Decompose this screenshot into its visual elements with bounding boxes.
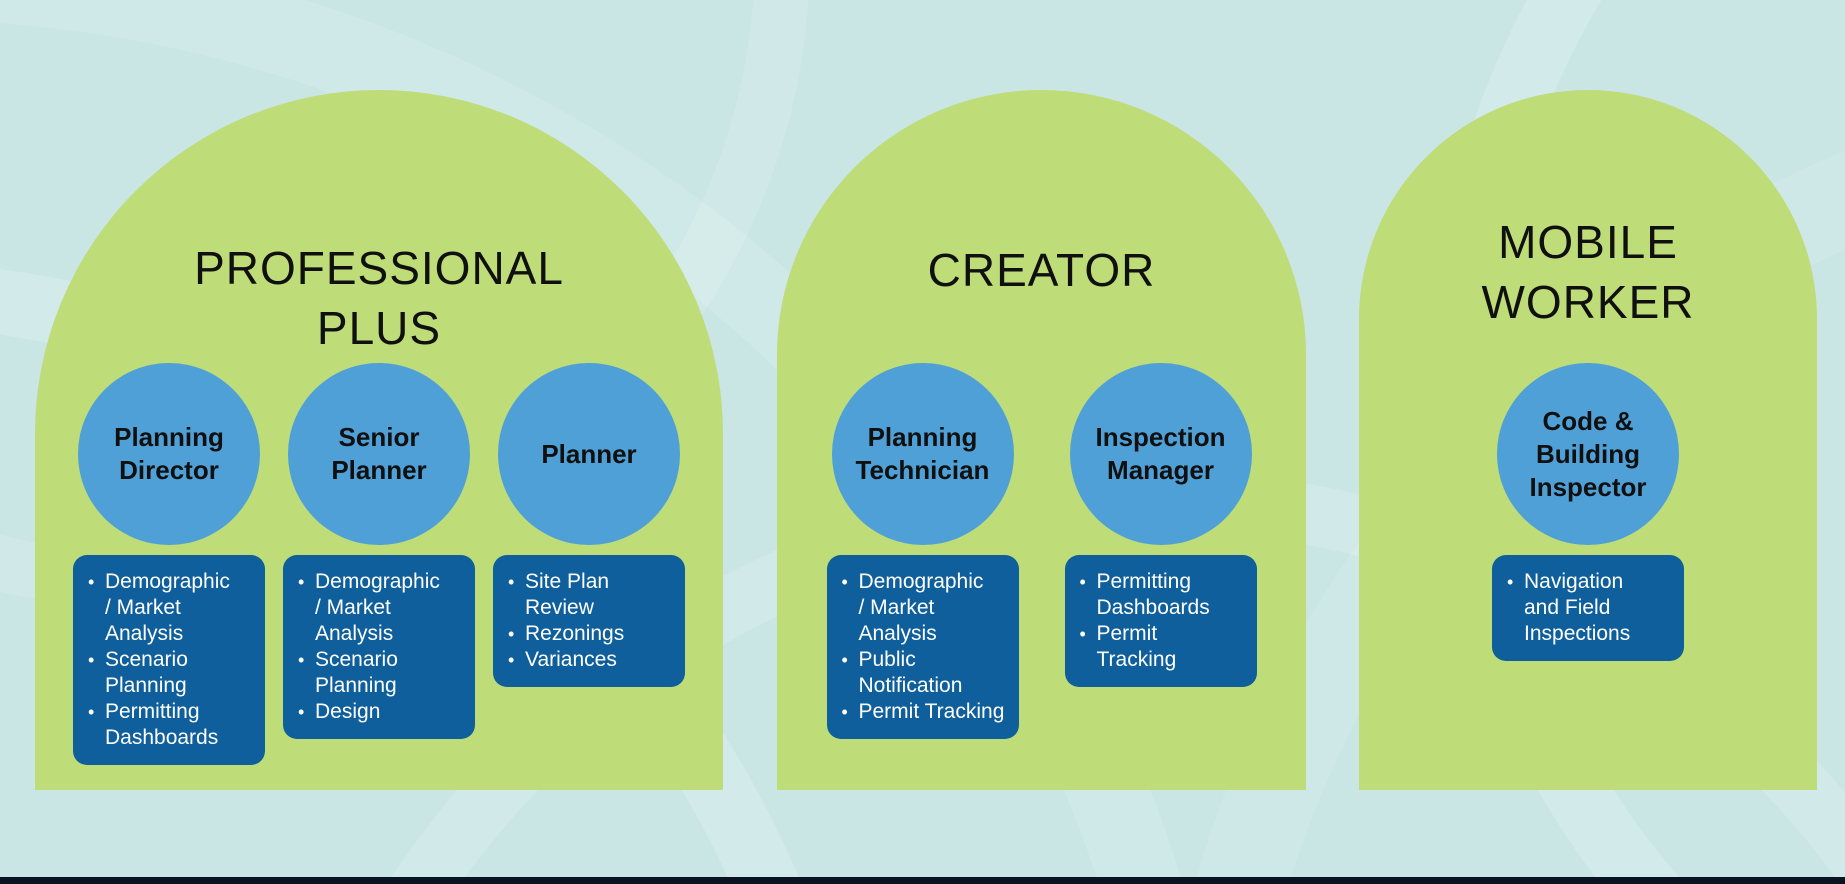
feature-list-planning-technician: Demographic / Market Analysis Public Not…	[833, 569, 1011, 725]
feature-item: Demographic / Market Analysis	[833, 569, 1011, 647]
role-name-planner: Planner	[541, 438, 637, 469]
feature-item: Permitting Dashboards	[1071, 569, 1249, 621]
feature-item: Permit Tracking	[833, 699, 1011, 725]
feature-item: Scenario Planning	[289, 647, 467, 699]
panel-title-creator: CREATOR	[927, 244, 1156, 296]
bottom-edge-bar	[0, 877, 1845, 884]
feature-box-planning-director: Demographic / Market Analysis Scenario P…	[73, 555, 265, 765]
feature-item: Navigation and Field Inspections	[1498, 569, 1676, 647]
feature-box-code-building-inspector: Navigation and Field Inspections	[1492, 555, 1684, 661]
feature-list-senior-planner: Demographic / Market Analysis Scenario P…	[289, 569, 467, 725]
feature-list-planner: Site Plan Review Rezonings Variances	[499, 569, 677, 673]
feature-item: Site Plan Review	[499, 569, 677, 621]
roles-row-creator: Planning Technician Demographic / Market…	[777, 363, 1306, 739]
panel-title-professional-plus: PROFESSIONAL PLUS	[194, 242, 564, 354]
feature-list-planning-director: Demographic / Market Analysis Scenario P…	[79, 569, 257, 751]
feature-item: Design	[289, 699, 467, 725]
panel-title-mobile-worker: MOBILE WORKER	[1481, 216, 1695, 328]
role-code-building-inspector: Code & Building Inspector Navigation and…	[1489, 363, 1687, 661]
feature-list-code-building-inspector: Navigation and Field Inspections	[1498, 569, 1676, 647]
role-inspection-manager: Inspection Manager Permitting Dashboards…	[1062, 363, 1260, 687]
roles-row-professional-plus: Planning Director Demographic / Market A…	[35, 363, 723, 765]
role-name-planning-technician: Planning Technician	[855, 422, 990, 485]
role-name-planning-director: Planning Director	[114, 422, 224, 485]
feature-item: Rezonings	[499, 621, 677, 647]
role-name-senior-planner: Senior Planner	[331, 422, 427, 485]
feature-list-inspection-manager: Permitting Dashboards Permit Tracking	[1071, 569, 1249, 673]
panel-creator: CREATOR Planning Technician Demographic …	[777, 90, 1306, 790]
feature-item: Variances	[499, 647, 677, 673]
feature-item: Permitting Dashboards	[79, 699, 257, 751]
role-circle-inspection-manager: Inspection Manager	[1069, 363, 1252, 545]
feature-item: Permit Tracking	[1071, 621, 1249, 673]
role-senior-planner: Senior Planner Demographic / Market Anal…	[280, 363, 478, 739]
feature-box-planner: Site Plan Review Rezonings Variances	[493, 555, 685, 687]
role-name-code-building-inspector: Code & Building Inspector	[1529, 405, 1647, 502]
feature-item: Scenario Planning	[79, 647, 257, 699]
feature-box-inspection-manager: Permitting Dashboards Permit Tracking	[1064, 555, 1257, 687]
feature-box-senior-planner: Demographic / Market Analysis Scenario P…	[283, 555, 475, 739]
roles-row-mobile-worker: Code & Building Inspector Navigation and…	[1359, 363, 1817, 661]
panel-professional-plus: PROFESSIONAL PLUS Planning Director Demo…	[35, 90, 723, 790]
feature-item: Public Notification	[833, 647, 1011, 699]
panel-mobile-worker: MOBILE WORKER Code & Building Inspector …	[1359, 90, 1817, 790]
role-circle-senior-planner: Senior Planner	[288, 363, 470, 545]
role-circle-planning-director: Planning Director	[78, 363, 260, 545]
role-planner: Planner Site Plan Review Rezonings Varia…	[490, 363, 688, 687]
role-planning-director: Planning Director Demographic / Market A…	[70, 363, 268, 765]
role-circle-code-building-inspector: Code & Building Inspector	[1497, 363, 1679, 545]
feature-item: Demographic / Market Analysis	[79, 569, 257, 647]
role-circle-planning-technician: Planning Technician	[831, 363, 1014, 545]
feature-box-planning-technician: Demographic / Market Analysis Public Not…	[826, 555, 1019, 739]
role-name-inspection-manager: Inspection Manager	[1095, 422, 1226, 485]
role-circle-planner: Planner	[498, 363, 680, 545]
role-planning-technician: Planning Technician Demographic / Market…	[824, 363, 1022, 739]
feature-item: Demographic / Market Analysis	[289, 569, 467, 647]
